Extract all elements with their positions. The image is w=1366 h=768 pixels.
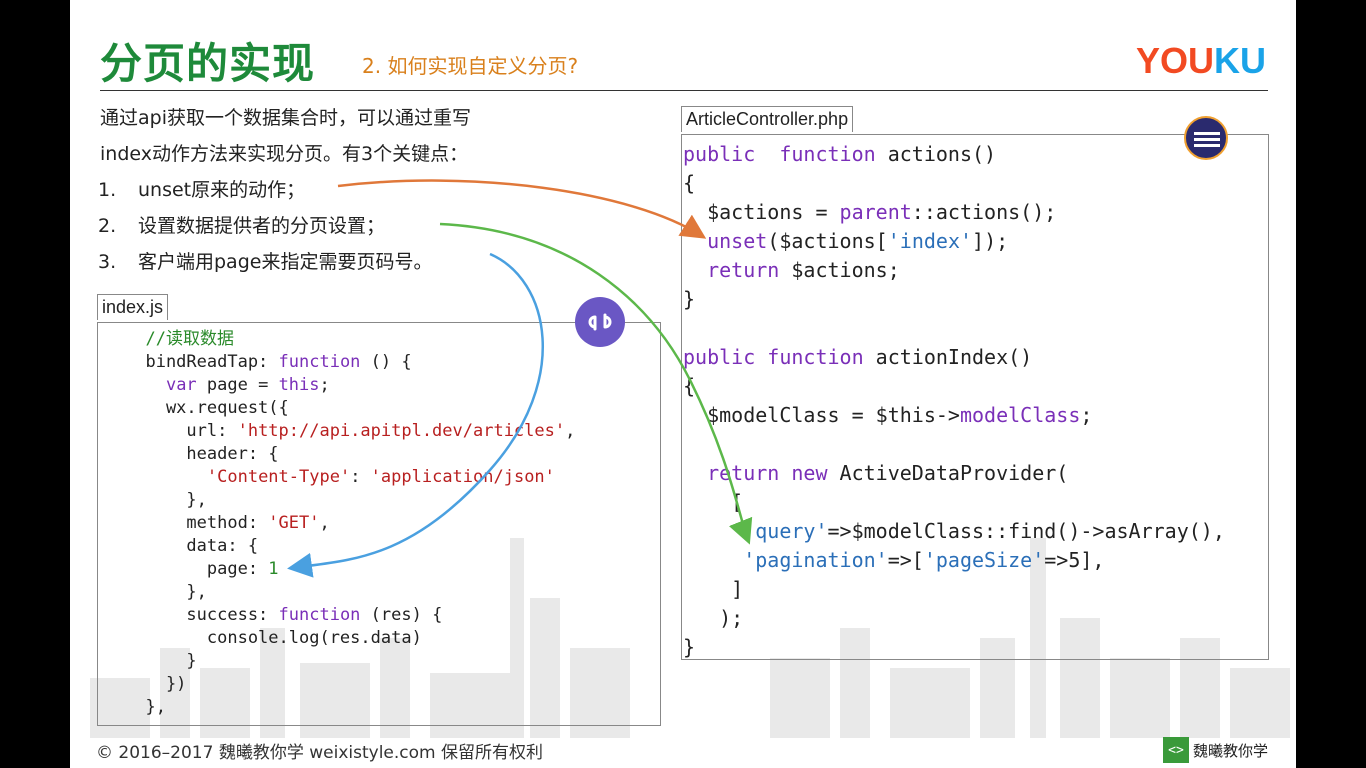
code-line: ); bbox=[683, 606, 744, 630]
point-number: 3. bbox=[98, 251, 117, 273]
intro-line-2: index动作方法来实现分页。有3个关键点： bbox=[100, 143, 469, 165]
code-line: page: 1 bbox=[125, 559, 279, 579]
code-line: ] bbox=[683, 577, 744, 601]
js-code-panel bbox=[97, 322, 661, 726]
point-number: 1. bbox=[98, 179, 117, 201]
slide: 分页的实现 2. 如何实现自定义分页? YOUKU 通过api获取一个数据集合时… bbox=[70, 0, 1296, 768]
code-line: { bbox=[683, 171, 696, 195]
code-line: //读取数据 bbox=[125, 329, 234, 349]
code-line: }) bbox=[125, 674, 187, 694]
key-points-list: 1. unset原来的动作； 2. 设置数据提供者的分页设置； 3. 客户端用page… bbox=[98, 172, 432, 280]
point-text: 客户端用page来指定需要页码号。 bbox=[138, 251, 433, 273]
code-line: 'query'=>$modelClass::find()->asArray(), bbox=[743, 519, 1225, 543]
logo-part-you: YOU bbox=[1135, 40, 1214, 81]
intro-line-1: 通过api获取一个数据集合时，可以通过重写 bbox=[100, 107, 471, 129]
code-line: success: function (res) { bbox=[125, 605, 443, 625]
point-text: 设置数据提供者的分页设置； bbox=[138, 215, 386, 237]
code-line: bindReadTap: function () { bbox=[125, 352, 412, 372]
php-code-panel bbox=[681, 134, 1269, 660]
title-divider bbox=[100, 90, 1268, 91]
footer-logo-text: 魏曦教你学 bbox=[1192, 741, 1268, 760]
code-line: }, bbox=[125, 697, 166, 717]
miniprogram-icon bbox=[575, 297, 625, 347]
code-line: method: 'GET', bbox=[125, 513, 330, 533]
code-line: }, bbox=[125, 582, 207, 602]
eclipse-icon bbox=[1184, 116, 1228, 160]
code-line: var page = this; bbox=[165, 375, 330, 395]
code-line: wx.request({ bbox=[125, 398, 289, 418]
code-line: { bbox=[683, 374, 696, 398]
point-number: 2. bbox=[98, 215, 117, 237]
footer-logo: <> 魏曦教你学 bbox=[1162, 737, 1268, 763]
footer-logo-mark: <> bbox=[1162, 737, 1189, 763]
slide-subtitle: 2. 如何实现自定义分页? bbox=[362, 54, 579, 78]
point-text: unset原来的动作； bbox=[138, 179, 306, 201]
code-line: console.log(res.data) bbox=[125, 628, 422, 648]
code-line: url: 'http://api.apitpl.dev/articles', bbox=[125, 421, 576, 441]
code-line: return new ActiveDataProvider( bbox=[707, 461, 1069, 485]
arrow-pagination bbox=[439, 222, 753, 545]
code-line: return $actions; bbox=[707, 258, 900, 282]
point-2: 2. 设置数据提供者的分页设置； bbox=[98, 208, 432, 244]
code-line: 'Content-Type': 'application/json' bbox=[206, 467, 555, 487]
logo-part-ku: KU bbox=[1214, 40, 1266, 81]
code-line: 'pagination'=>['pageSize'=>5], bbox=[743, 548, 1105, 572]
code-line: data: { bbox=[125, 536, 259, 556]
code-line: } bbox=[683, 287, 696, 311]
code-line: header: { bbox=[125, 444, 279, 464]
slide-title: 分页的实现 bbox=[100, 39, 316, 88]
php-code: public function actions() { $actions = pa… bbox=[683, 140, 1225, 662]
code-line: public function actions() bbox=[683, 142, 997, 166]
youku-logo: YOUKU bbox=[1136, 40, 1266, 82]
code-line: } bbox=[125, 651, 197, 671]
code-line: unset($actions['index']); bbox=[707, 229, 1009, 253]
point-3: 3. 客户端用page来指定需要页码号。 bbox=[98, 244, 432, 280]
js-code: //读取数据 bindReadTap: function () { var pa… bbox=[125, 328, 575, 719]
file-tab-article-controller: ArticleController.php bbox=[681, 106, 854, 132]
code-line: public function actionIndex() bbox=[683, 345, 1033, 369]
code-line: } bbox=[683, 635, 696, 659]
point-1: 1. unset原来的动作； bbox=[98, 172, 432, 208]
annotation-arrows bbox=[287, 179, 753, 578]
code-line: $modelClass = $this->modelClass; bbox=[683, 403, 1093, 427]
intro-text: 通过api获取一个数据集合时，可以通过重写 index动作方法来实现分页。有3个… bbox=[100, 100, 471, 172]
arrow-unset bbox=[337, 179, 707, 239]
code-line: }, bbox=[125, 490, 207, 510]
code-line: $actions = parent::actions(); bbox=[683, 200, 1057, 224]
copyright-footer: © 2016–2017 魏曦教你学 weixistyle.com 保留所有权利 bbox=[96, 743, 543, 763]
file-tab-index-js: index.js bbox=[97, 294, 169, 320]
arrow-page bbox=[287, 252, 545, 578]
